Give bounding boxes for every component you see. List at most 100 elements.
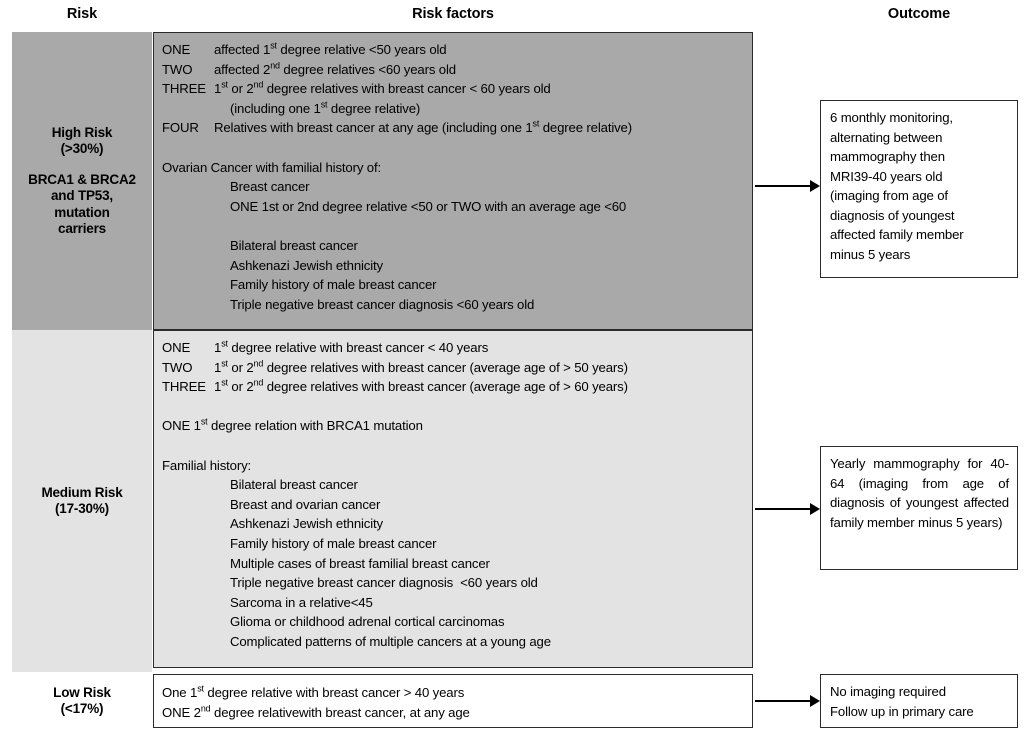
- factor-text: degree relatives with breast cancer < 60…: [263, 81, 551, 97]
- factor-text: affected 2: [214, 61, 271, 77]
- outcome-line: affected family member: [830, 227, 964, 242]
- factor-line: Sarcoma in a relative<45: [230, 594, 373, 610]
- risk-low-percent: (<17%): [60, 701, 104, 716]
- risk-high-genes-2: and TP53,: [51, 188, 113, 203]
- ordinal-suffix: nd: [253, 358, 264, 369]
- factor-line: ONE 1st degree relative with breast cance…: [162, 338, 752, 358]
- risk-high-genes-4: carriers: [58, 221, 106, 236]
- risk-medium-percent: (17-30%): [55, 501, 109, 516]
- factor-line: Triple negative breast cancer diagnosis …: [230, 296, 535, 312]
- column-header-risk-factors: Risk factors: [412, 6, 494, 22]
- ordinal-suffix: st: [532, 118, 540, 129]
- risk-medium-title: Medium Risk: [41, 484, 123, 500]
- factor-tag: ONE: [162, 42, 191, 57]
- spacer: [162, 216, 752, 236]
- factor-text: Relatives with breast cancer at any age …: [214, 120, 533, 136]
- factor-line: Bilateral breast cancer: [230, 237, 358, 253]
- spacer: [28, 158, 136, 172]
- factor-tag: FOUR: [162, 120, 199, 136]
- risk-high-title: High Risk: [51, 124, 113, 140]
- factor-text: degree relation with BRCA1 mutation: [207, 418, 423, 434]
- factor-line: ONE 1st degree relation with BRCA1 mutat…: [162, 416, 752, 436]
- factor-line: One 1st degree relative with breast canc…: [162, 683, 752, 703]
- column-header-outcome: Outcome: [887, 6, 951, 22]
- ordinal-suffix: st: [221, 358, 228, 369]
- factor-text: or 2: [227, 359, 254, 375]
- risk-label-low: Low Risk (<17%): [12, 672, 152, 730]
- factor-line: Ovarian Cancer with familial history of:: [162, 159, 381, 175]
- factor-text: degree relativewith breast cancer, at an…: [210, 704, 470, 720]
- risk-low-title: Low Risk: [53, 684, 111, 700]
- outcome-line: diagnosis of youngest: [830, 207, 955, 223]
- ordinal-suffix: nd: [200, 703, 211, 714]
- ordinal-suffix: nd: [270, 60, 280, 71]
- factor-line: Family history of male breast cancer: [230, 535, 437, 551]
- outcome-line: alternating between: [830, 129, 943, 145]
- risk-high-percent: (>30%): [60, 141, 104, 156]
- ordinal-suffix: st: [221, 79, 228, 90]
- ordinal-suffix: nd: [253, 79, 264, 90]
- outcome-line: No imaging required: [830, 684, 946, 699]
- factor-text: ONE 1: [162, 418, 201, 434]
- ordinal-suffix: st: [320, 99, 328, 110]
- factor-text: 1: [214, 379, 222, 395]
- factor-text: 1: [214, 359, 222, 375]
- factor-text: affected 1: [214, 42, 271, 57]
- factor-tag: TWO: [162, 359, 193, 375]
- arrow-high-risk-to-outcome: [755, 180, 820, 192]
- factor-text: degree relative): [327, 100, 421, 116]
- factor-text: degree relative with breast cancer < 40 …: [227, 340, 489, 355]
- factor-text: 1: [214, 340, 222, 355]
- ordinal-suffix: st: [200, 416, 208, 427]
- outcome-medium: Yearly mammography for 40-64 (imaging fr…: [820, 446, 1018, 570]
- factor-line: Ashkenazi Jewish ethnicity: [230, 516, 383, 532]
- factor-line: Complicated patterns of multiple cancers…: [230, 633, 551, 649]
- factor-line: ONE 1st or 2nd degree relative <50 or TW…: [230, 198, 627, 214]
- spacer: [162, 138, 752, 158]
- factor-text: degree relative): [539, 120, 632, 136]
- factor-line: FOUR Relatives with breast cancer at any …: [162, 118, 752, 138]
- outcome-line: 6 monthly monitoring,: [830, 110, 953, 125]
- factor-line: Family history of male breast cancer: [230, 277, 437, 293]
- factor-tag: THREE: [162, 81, 206, 97]
- ordinal-suffix: st: [221, 338, 228, 349]
- factor-line: Triple negative breast cancer diagnosis …: [230, 575, 538, 591]
- risk-high-genes-1: BRCA1 & BRCA2: [28, 171, 136, 187]
- factor-text: degree relatives <60 years old: [279, 61, 456, 77]
- factor-text: or 2: [227, 81, 254, 97]
- factor-tag: THREE: [162, 379, 206, 395]
- factor-line: ONE 2nd degree relativewith breast cance…: [162, 703, 752, 723]
- factor-line: Glioma or childhood adrenal cortical car…: [230, 614, 505, 630]
- outcome-text: Yearly mammography for 40-64 (imaging fr…: [830, 456, 1009, 530]
- arrow-shaft: [755, 508, 810, 511]
- factor-text: degree relatives with breast cancer (ave…: [263, 379, 628, 395]
- factor-tag: ONE: [162, 340, 191, 355]
- arrow-head-icon: [810, 503, 820, 515]
- risk-label-high: High Risk (>30%) BRCA1 & BRCA2 and TP53,…: [12, 32, 152, 330]
- factor-text: 1: [214, 81, 222, 97]
- outcome-line: minus 5 years: [830, 246, 911, 262]
- factor-text: (including one 1: [230, 100, 321, 116]
- ordinal-suffix: st: [270, 40, 277, 51]
- factor-line: (including one 1st degree relative): [162, 99, 752, 119]
- outcome-line: (imaging from age of: [830, 188, 948, 203]
- ordinal-suffix: st: [197, 683, 204, 694]
- spacer: [162, 436, 752, 456]
- outcome-line: mammography then: [830, 149, 945, 164]
- factor-line: Multiple cases of breast familial breast…: [230, 555, 490, 571]
- factor-line: Breast and ovarian cancer: [230, 496, 381, 512]
- arrow-head-icon: [810, 180, 820, 192]
- arrow-shaft: [755, 185, 810, 188]
- factor-line: Familial history:: [162, 457, 252, 473]
- factor-line: Breast cancer: [230, 179, 310, 195]
- arrow-head-icon: [810, 695, 820, 707]
- outcome-line: Follow up in primary care: [830, 703, 974, 719]
- risk-factors-low: One 1st degree relative with breast canc…: [153, 674, 753, 728]
- factor-line: THREE 1st or 2nd degree relatives with br…: [162, 79, 752, 99]
